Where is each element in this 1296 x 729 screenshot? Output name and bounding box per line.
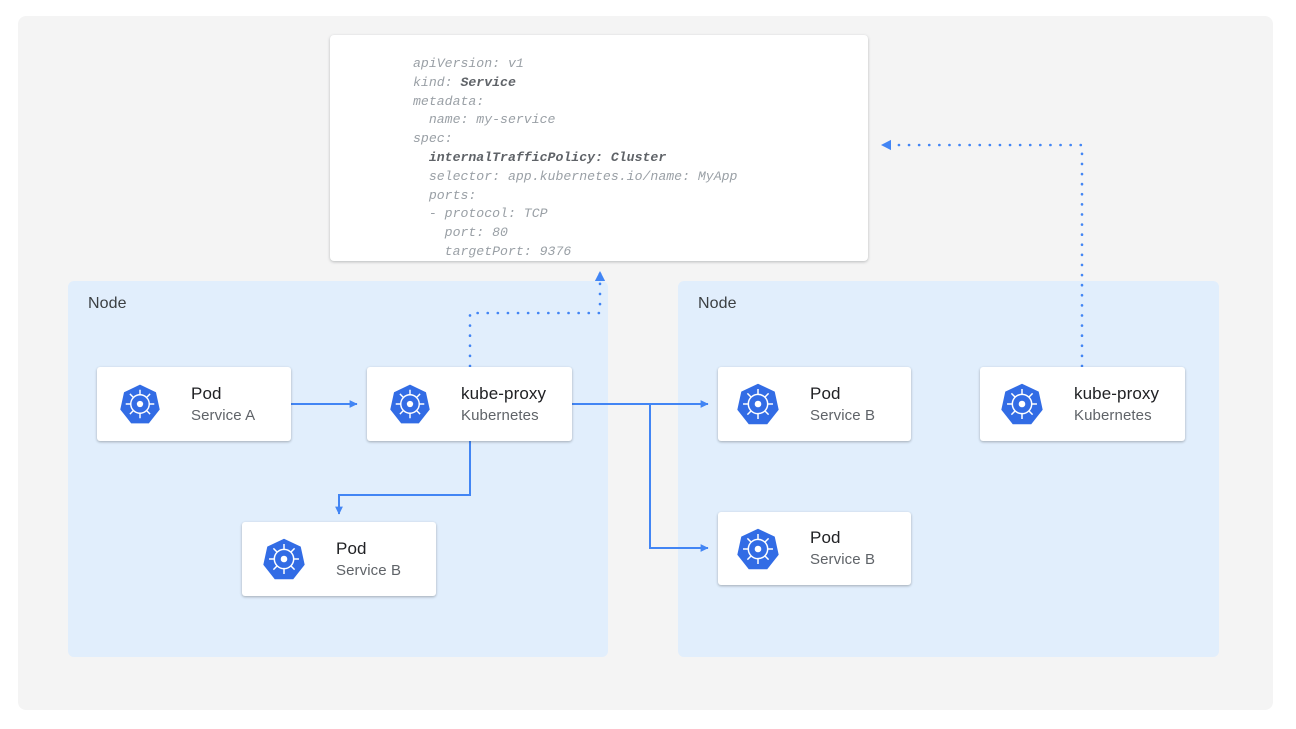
card-subtitle: Service A — [191, 406, 256, 424]
card-text: Pod Service B — [810, 383, 875, 426]
card-subtitle: Service B — [810, 551, 876, 568]
kubernetes-icon — [1001, 383, 1043, 425]
service-spec-card: apiVersion: v1 kind: Service metadata: n… — [330, 35, 868, 261]
card-subtitle: Service B — [336, 561, 402, 579]
yaml-internal-traffic-policy: internalTrafficPolicy: Cluster — [428, 149, 667, 165]
node-label-left: Node — [88, 295, 127, 312]
yaml-head: apiVersion: v1 kind: — [413, 56, 524, 90]
card-kube-proxy-right[interactable]: kube-proxy Kubernetes — [980, 367, 1185, 441]
node-label-right: Node — [698, 295, 737, 312]
card-title: Pod — [191, 383, 222, 403]
kubernetes-icon — [120, 384, 160, 424]
card-pod-service-b-remote-top[interactable]: Pod Service B — [718, 367, 911, 441]
node-region-left: Node — [68, 281, 608, 657]
card-subtitle: Kubernetes — [461, 406, 539, 424]
card-text: kube-proxy Kubernetes — [1074, 383, 1159, 426]
card-title: kube-proxy — [1074, 383, 1160, 403]
card-pod-service-a[interactable]: Pod Service A — [97, 367, 291, 441]
card-text: kube-proxy Kubernetes — [461, 383, 546, 426]
yaml-tail: selector: app.kubernetes.io/name: MyApp … — [428, 168, 738, 259]
yaml-kind-value: Service — [460, 74, 516, 90]
card-subtitle: Kubernetes — [1074, 406, 1152, 424]
card-pod-service-b-local[interactable]: Pod Service B — [242, 522, 436, 596]
card-title: kube-proxy — [461, 383, 547, 403]
card-text: Pod Service A — [191, 383, 255, 426]
yaml-mid: metadata: name: my-service spec: — [413, 93, 556, 147]
card-subtitle: Service B — [810, 406, 876, 424]
kubernetes-icon — [263, 538, 305, 580]
kubernetes-icon — [390, 384, 430, 424]
card-text: Pod Service B — [336, 538, 401, 581]
service-spec-yaml: apiVersion: v1 kind: Service metadata: n… — [413, 55, 737, 262]
card-text: Pod Service B — [810, 527, 875, 570]
card-kube-proxy-left[interactable]: kube-proxy Kubernetes — [367, 367, 572, 441]
card-title: Pod — [810, 528, 841, 547]
kubernetes-icon — [737, 383, 779, 425]
card-title: Pod — [810, 383, 841, 403]
kubernetes-icon — [737, 528, 779, 569]
card-pod-service-b-remote-bottom[interactable]: Pod Service B — [718, 512, 911, 585]
node-region-right: Node — [678, 281, 1219, 657]
card-title: Pod — [336, 538, 367, 558]
